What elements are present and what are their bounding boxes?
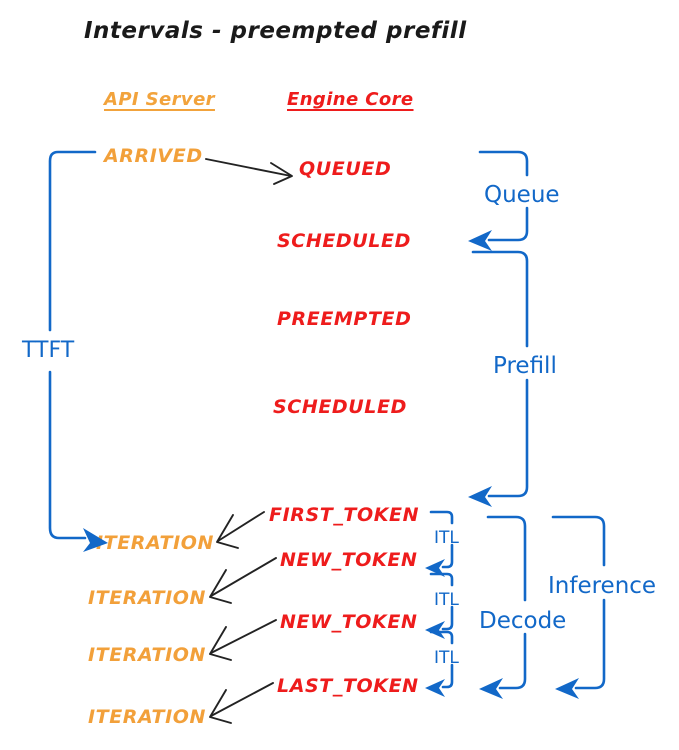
event-scheduled-2: SCHEDULED xyxy=(273,396,407,418)
bracket-prefill xyxy=(468,250,529,507)
interval-label-queue: Queue xyxy=(484,182,560,208)
interval-label-prefill: Prefill xyxy=(493,353,557,379)
event-preempted: PREEMPTED xyxy=(277,308,412,330)
event-iteration-1: ITERATION xyxy=(96,532,215,554)
interval-label-ttft: TTFT xyxy=(22,338,75,363)
event-first-token: FIRST_TOKEN xyxy=(269,504,420,526)
event-iteration-3: ITERATION xyxy=(88,644,207,666)
arrow-new-token-to-iteration-2 xyxy=(209,557,277,604)
interval-label-itl-2: ITL xyxy=(434,590,459,610)
arrow-arrived-to-queued xyxy=(205,158,293,185)
interval-label-inference: Inference xyxy=(548,573,657,599)
interval-label-itl-1: ITL xyxy=(434,528,459,548)
interval-label-itl-3: ITL xyxy=(434,648,459,668)
column-header-engine-core: Engine Core xyxy=(287,89,414,110)
event-new-token-2: NEW_TOKEN xyxy=(280,611,418,633)
event-arrived: ARRIVED xyxy=(104,145,203,167)
event-queued: QUEUED xyxy=(299,158,392,180)
arrow-new-token-to-iteration-3 xyxy=(209,619,277,661)
arrow-first-token-to-iteration-1 xyxy=(216,511,265,549)
event-scheduled-1: SCHEDULED xyxy=(277,230,411,252)
page-title: Intervals - preempted prefill xyxy=(84,18,467,44)
event-last-token: LAST_TOKEN xyxy=(277,675,419,697)
arrow-last-token-to-iteration-4 xyxy=(209,682,274,724)
column-header-api-server: API Server xyxy=(104,89,215,110)
interval-label-decode: Decode xyxy=(479,608,567,634)
event-iteration-2: ITERATION xyxy=(88,587,207,609)
event-iteration-4: ITERATION xyxy=(88,706,207,728)
event-new-token-1: NEW_TOKEN xyxy=(280,549,418,571)
